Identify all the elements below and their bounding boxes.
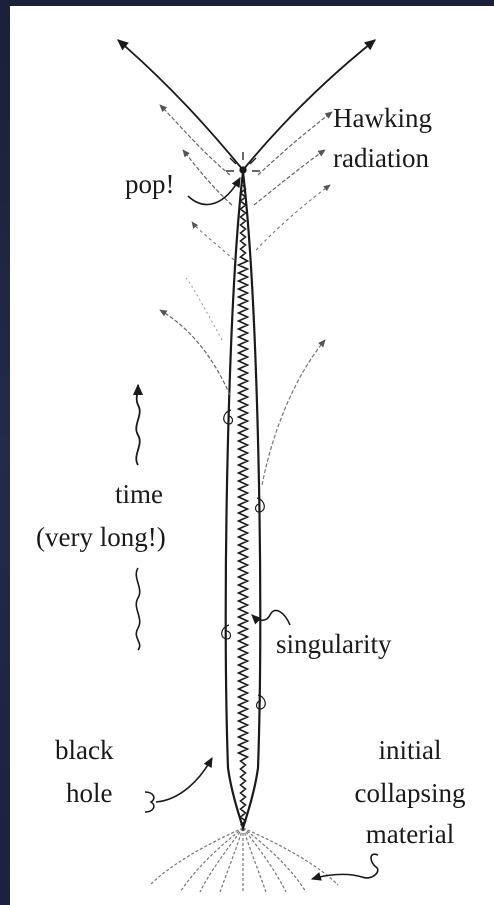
hawking-label-line2: radiation	[333, 143, 429, 173]
initial-label-line1: initial	[378, 735, 442, 765]
time-label-line2: (very long!)	[36, 522, 166, 552]
singularity-pointer	[251, 609, 291, 626]
initial-label-line3: material	[365, 819, 455, 849]
time-wave-lower	[135, 567, 141, 651]
black-hole-label-line1: black	[55, 735, 114, 765]
time-label-line1: time	[115, 479, 163, 509]
material-pointer	[310, 853, 379, 881]
hawking-radiation-rays	[117, 39, 376, 486]
horizon-curls	[221, 409, 266, 710]
pop-pointer	[187, 177, 241, 206]
hawking-label-line1: Hawking	[333, 103, 432, 133]
diagram-panel	[10, 6, 494, 905]
collapsing-material-lines	[149, 827, 339, 893]
initial-label-line2: collapsing	[354, 778, 466, 808]
black-hole-label-line2: hole	[66, 778, 113, 808]
singularity-zigzag	[236, 184, 250, 826]
pop-label: pop!	[125, 169, 175, 199]
black-hole-pointer	[144, 758, 212, 813]
time-arrow	[132, 383, 144, 466]
singularity-label: singularity	[276, 629, 392, 659]
